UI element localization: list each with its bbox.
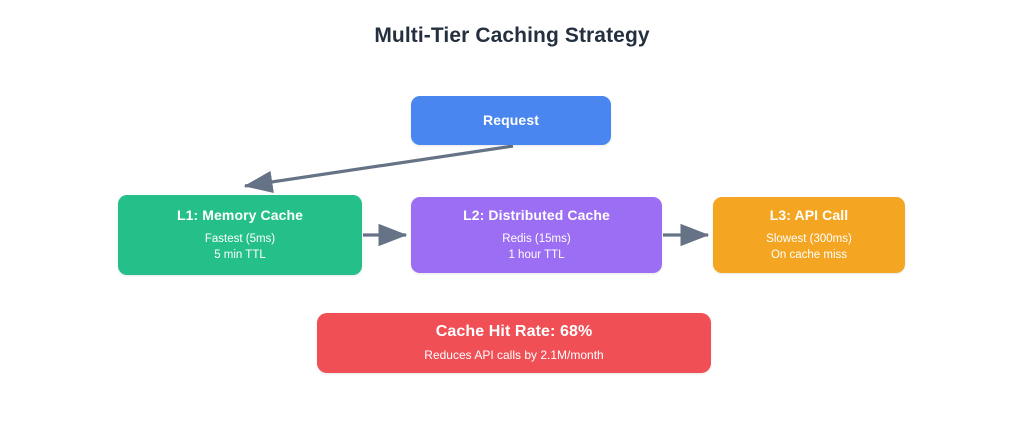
node-l1-detail-line-1: Fastest (5ms) [204, 233, 276, 246]
edge-request-to-l1 [243, 144, 514, 194]
node-request-label: Request [483, 112, 539, 129]
node-l3-detail-line-2: On cache miss [770, 248, 848, 261]
node-l3-detail-line-1: Slowest (300ms) [766, 233, 852, 246]
node-cache-hit-rate-detail-line-1: Reduces API calls by 2.1M/month [424, 348, 604, 363]
node-l2-detail-line-2: 1 hour TTL [508, 248, 565, 261]
node-l2-label: L2: Distributed Cache [463, 206, 610, 223]
node-l1-detail-line-2: 5 min TTL [214, 248, 266, 261]
page-title: Multi-Tier Caching Strategy [374, 24, 650, 47]
node-l2-detail-line-1: Redis (15ms) [502, 233, 571, 246]
node-request[interactable]: Request [411, 96, 611, 145]
node-l1-details: Fastest (5ms) 5 min TTL [205, 232, 275, 263]
node-l3-label: L3: API Call [769, 206, 849, 223]
node-l1-label: L1: Memory Cache [176, 206, 304, 223]
node-cache-hit-rate-label: Cache Hit Rate: 68% [435, 322, 593, 340]
node-l3-api-call[interactable]: L3: API Call Slowest (300ms) On cache mi… [713, 197, 905, 273]
node-l3-details: Slowest (300ms) On cache miss [766, 232, 852, 263]
node-cache-hit-rate-details: Reduces API calls by 2.1M/month [424, 347, 603, 363]
node-l2-distributed-cache[interactable]: L2: Distributed Cache Redis (15ms) 1 hou… [411, 197, 662, 273]
node-l2-details: Redis (15ms) 1 hour TTL [502, 232, 570, 263]
node-l1-memory-cache[interactable]: L1: Memory Cache Fastest (5ms) 5 min TTL [118, 195, 362, 275]
node-cache-hit-rate[interactable]: Cache Hit Rate: 68% Reduces API calls by… [317, 313, 711, 373]
